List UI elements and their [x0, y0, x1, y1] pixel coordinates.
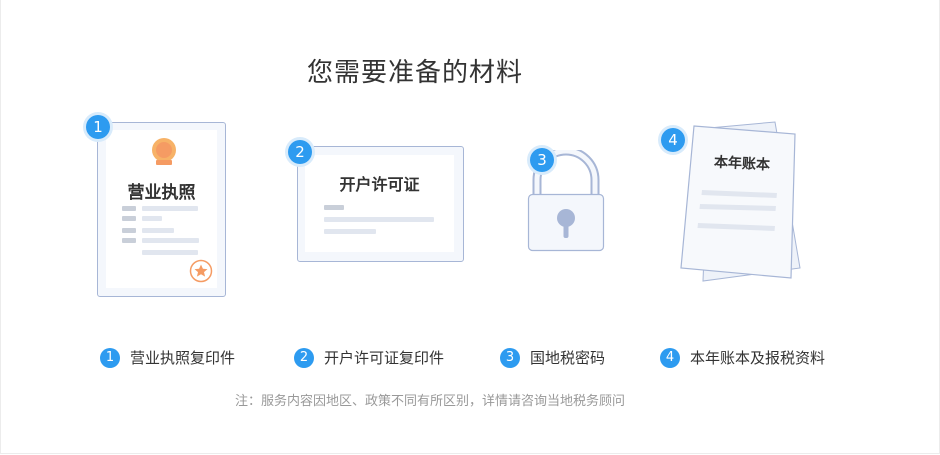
list-item-3: 3 国地税密码 [500, 347, 605, 368]
list-label-1: 营业执照复印件 [130, 349, 236, 367]
permit-card-title: 开户许可证 [339, 175, 420, 194]
ledger-card-title: 本年账本 [713, 154, 771, 174]
list-label-3: 国地税密码 [530, 349, 606, 367]
list-number-3: 3 [500, 347, 520, 368]
list-number-2: 2 [294, 347, 314, 368]
list-label-2: 开户许可证复印件 [324, 349, 445, 367]
emblem-icon [150, 137, 178, 167]
step-badge-4: 4 [661, 128, 685, 152]
step-badge-2: 2 [288, 140, 312, 164]
step-badge-1: 1 [86, 115, 110, 139]
list-number-1: 1 [100, 347, 120, 368]
stamp-icon [189, 259, 213, 283]
page-title: 您需要准备的材料 [306, 58, 523, 88]
ledger-illustration: 本年账本 [665, 118, 815, 288]
list-label-4: 本年账本及报税资料 [690, 349, 826, 367]
list-item-1: 1 营业执照复印件 [100, 347, 235, 368]
license-card-title: 营业执照 [127, 183, 196, 203]
list-number-4: 4 [660, 347, 680, 368]
list-item-2: 2 开户许可证复印件 [294, 347, 444, 368]
footnote: 注：服务内容因地区、政策不同有所区别，详情请咨询当地税务顾问 [234, 394, 625, 409]
list-item-4: 4 本年账本及报税资料 [660, 347, 825, 368]
step-badge-3: 3 [530, 148, 554, 172]
